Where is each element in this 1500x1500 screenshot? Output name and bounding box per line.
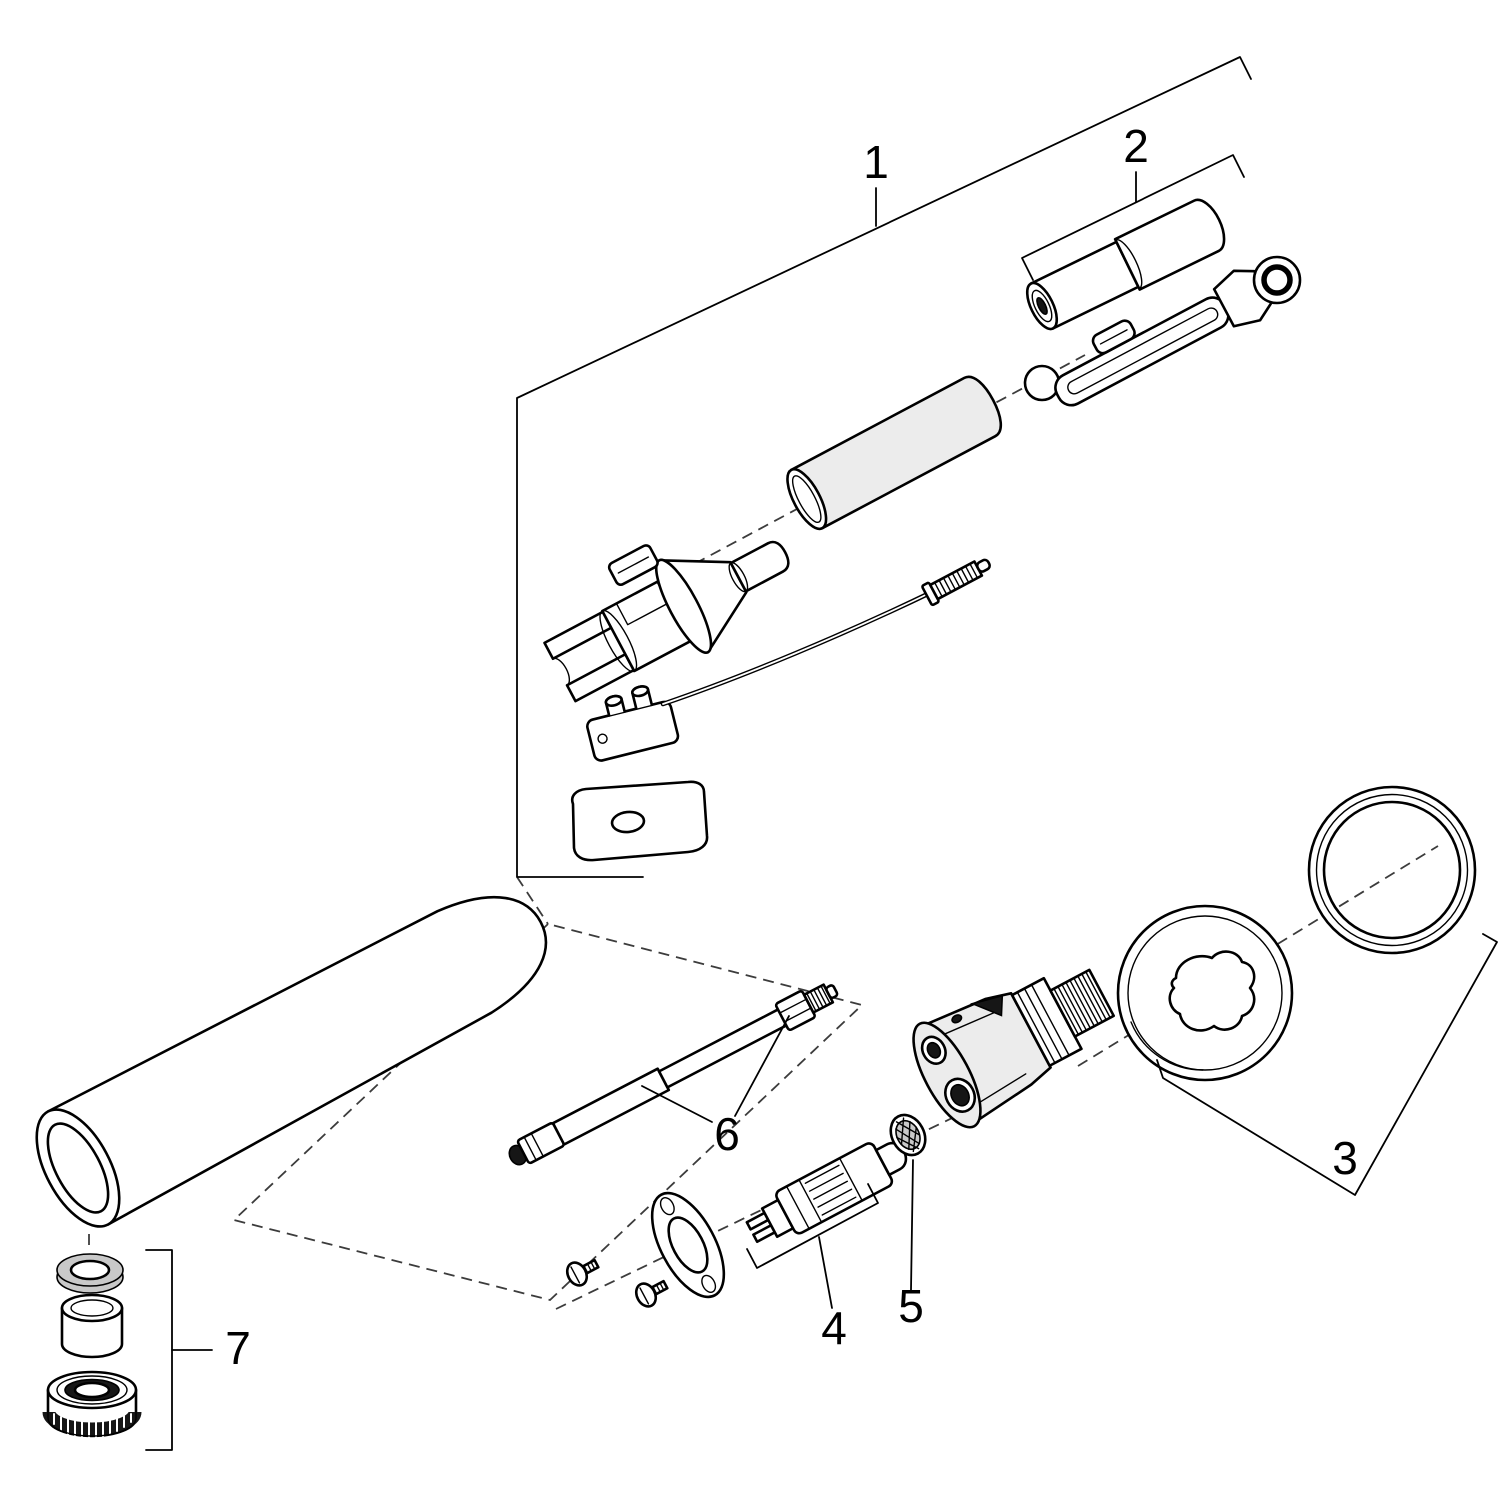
valve-body	[912, 968, 1116, 1129]
axis-escutcheon	[1077, 845, 1439, 1067]
leader-5	[910, 1159, 914, 1291]
wire-terminal	[921, 558, 991, 607]
leader-4	[818, 1236, 833, 1309]
seal-washer	[56, 1253, 124, 1294]
flex-hose	[508, 983, 839, 1166]
bracket-7	[145, 1249, 173, 1451]
bracket-1	[516, 56, 1252, 878]
axis-bracket-connector	[516, 876, 549, 925]
sensor-wire	[660, 588, 937, 707]
callout-label-4: 4	[821, 1302, 847, 1354]
callout-label-5: 5	[898, 1280, 924, 1332]
bushing-cup	[60, 1293, 124, 1359]
threaded-cap	[42, 1370, 142, 1439]
leader-6	[641, 1015, 790, 1123]
callout-label-1: 1	[863, 136, 889, 188]
bracket-4	[746, 1183, 879, 1269]
mounting-plate	[570, 780, 709, 862]
bracket-2	[1021, 154, 1245, 281]
assembly-plane	[232, 923, 864, 1301]
valve-cartridge	[745, 1141, 908, 1244]
screw-1	[565, 1258, 600, 1287]
o-ring	[1307, 785, 1477, 955]
callouts: 1 2 3 4 5 6 7	[145, 56, 1498, 1451]
cartridge-flange	[650, 1191, 726, 1299]
micro-switch-block	[586, 685, 680, 762]
retainer-cage	[543, 540, 790, 703]
sleeve-cylinder	[786, 375, 1003, 531]
spout-handle	[35, 895, 548, 1228]
callout-label-3: 3	[1332, 1132, 1358, 1184]
assembly-axes	[88, 354, 1439, 1310]
bracket-3	[1156, 933, 1498, 1196]
escutcheon-plate	[1116, 904, 1294, 1082]
lever-arm	[1054, 269, 1273, 407]
callout-label-6: 6	[714, 1108, 740, 1160]
ball-joint	[1023, 364, 1061, 402]
lever-knob	[1252, 255, 1302, 305]
callout-label-7: 7	[225, 1322, 251, 1374]
filter-screen	[889, 1113, 927, 1157]
pin-cartridge	[1025, 198, 1226, 331]
screw-2	[634, 1279, 669, 1308]
callout-label-2: 2	[1123, 120, 1149, 172]
